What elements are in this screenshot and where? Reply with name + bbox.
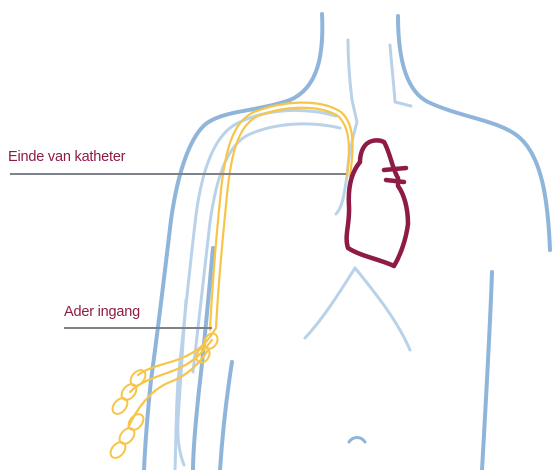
- subclavian-vessel-upper: [175, 110, 336, 470]
- catheter-end-label: Einde van katheter: [8, 149, 125, 165]
- heart-vessel-lower: [386, 180, 404, 182]
- catheter-tube-upper: [216, 108, 349, 328]
- body-left-outline: [144, 14, 322, 470]
- navel-mark: [349, 438, 365, 443]
- catheter-tube-lower: [210, 103, 353, 330]
- vein-entry-label: Ader ingang: [64, 304, 140, 320]
- torso-right-side: [482, 272, 492, 470]
- connector-8: [108, 439, 129, 461]
- heart: [347, 140, 408, 266]
- lung-right: [355, 268, 410, 350]
- arm-lower-contour: [220, 362, 232, 470]
- connector-5: [110, 395, 131, 417]
- catheter: [128, 103, 353, 428]
- body-right-outline: [398, 16, 550, 250]
- heart-outline: [347, 140, 408, 266]
- connector-6: [126, 411, 147, 433]
- heart-vessel-upper: [384, 168, 406, 170]
- brachial-vein: [178, 300, 186, 465]
- jugular-vein: [348, 40, 357, 122]
- lung-left: [305, 268, 355, 338]
- connector-7: [117, 425, 138, 447]
